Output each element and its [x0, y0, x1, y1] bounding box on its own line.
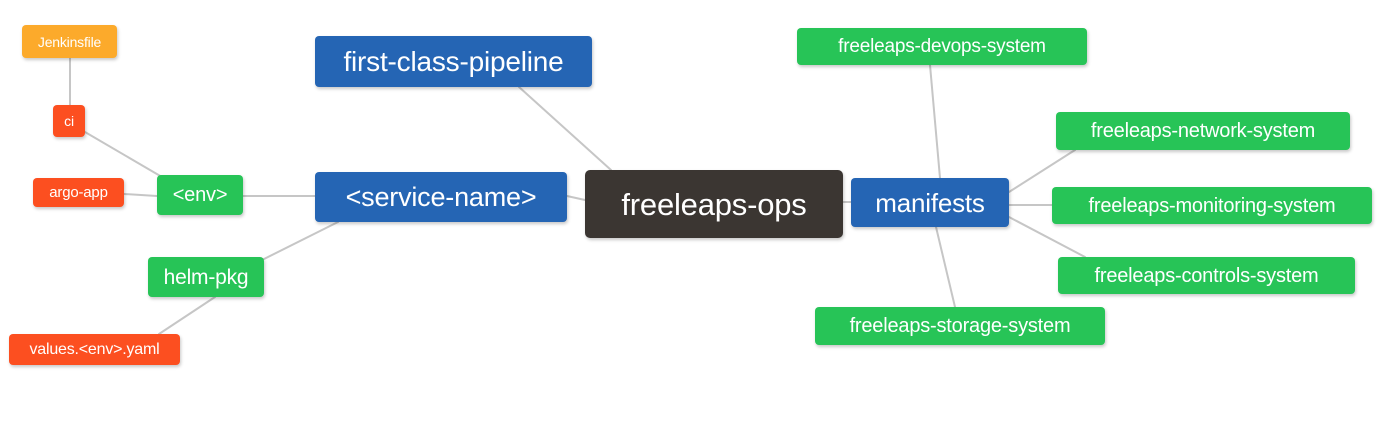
node-ci[interactable]: ci: [53, 105, 85, 137]
edge-first-class-pipeline-to-freeleaps-ops: [518, 86, 612, 171]
node-service-name[interactable]: <service-name>: [315, 172, 567, 222]
edge-service-name-to-freeleaps-ops: [566, 195, 586, 201]
edge-values-yaml-to-helm-pkg: [158, 296, 216, 335]
edge-helm-pkg-to-service-name: [263, 221, 339, 260]
node-network-system[interactable]: freeleaps-network-system: [1056, 112, 1350, 150]
node-devops-system[interactable]: freeleaps-devops-system: [797, 28, 1087, 65]
node-first-class-pipeline[interactable]: first-class-pipeline: [315, 36, 592, 87]
edge-argo-app-to-env: [123, 193, 158, 197]
edge-manifests-to-network-system: [1008, 149, 1076, 193]
node-helm-pkg[interactable]: helm-pkg: [148, 257, 264, 297]
node-env[interactable]: <env>: [157, 175, 243, 215]
edge-ci-to-env: [84, 131, 163, 178]
node-manifests[interactable]: manifests: [851, 178, 1009, 227]
node-freeleaps-ops[interactable]: freeleaps-ops: [585, 170, 843, 238]
edge-manifests-to-devops-system: [929, 64, 941, 179]
node-jenkinsfile[interactable]: Jenkinsfile: [22, 25, 117, 58]
node-storage-system[interactable]: freeleaps-storage-system: [815, 307, 1105, 345]
node-monitoring-system[interactable]: freeleaps-monitoring-system: [1052, 187, 1372, 224]
edge-manifests-to-storage-system: [935, 226, 956, 308]
node-controls-system[interactable]: freeleaps-controls-system: [1058, 257, 1355, 294]
node-values-yaml[interactable]: values.<env>.yaml: [9, 334, 180, 365]
node-argo-app[interactable]: argo-app: [33, 178, 124, 207]
